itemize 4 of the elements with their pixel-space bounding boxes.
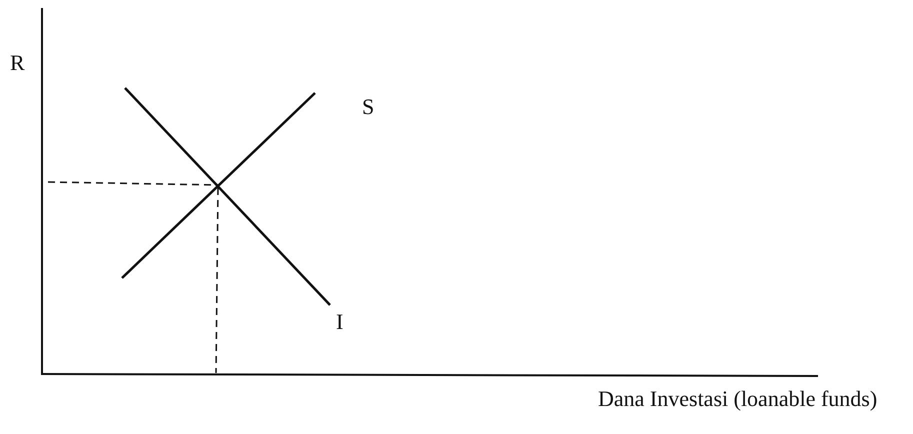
curve-label: I — [336, 311, 344, 333]
axis-label: Dana Investasi (loanable funds) — [598, 388, 878, 410]
curve-label: S — [362, 96, 374, 118]
axis-label: R — [10, 52, 25, 74]
